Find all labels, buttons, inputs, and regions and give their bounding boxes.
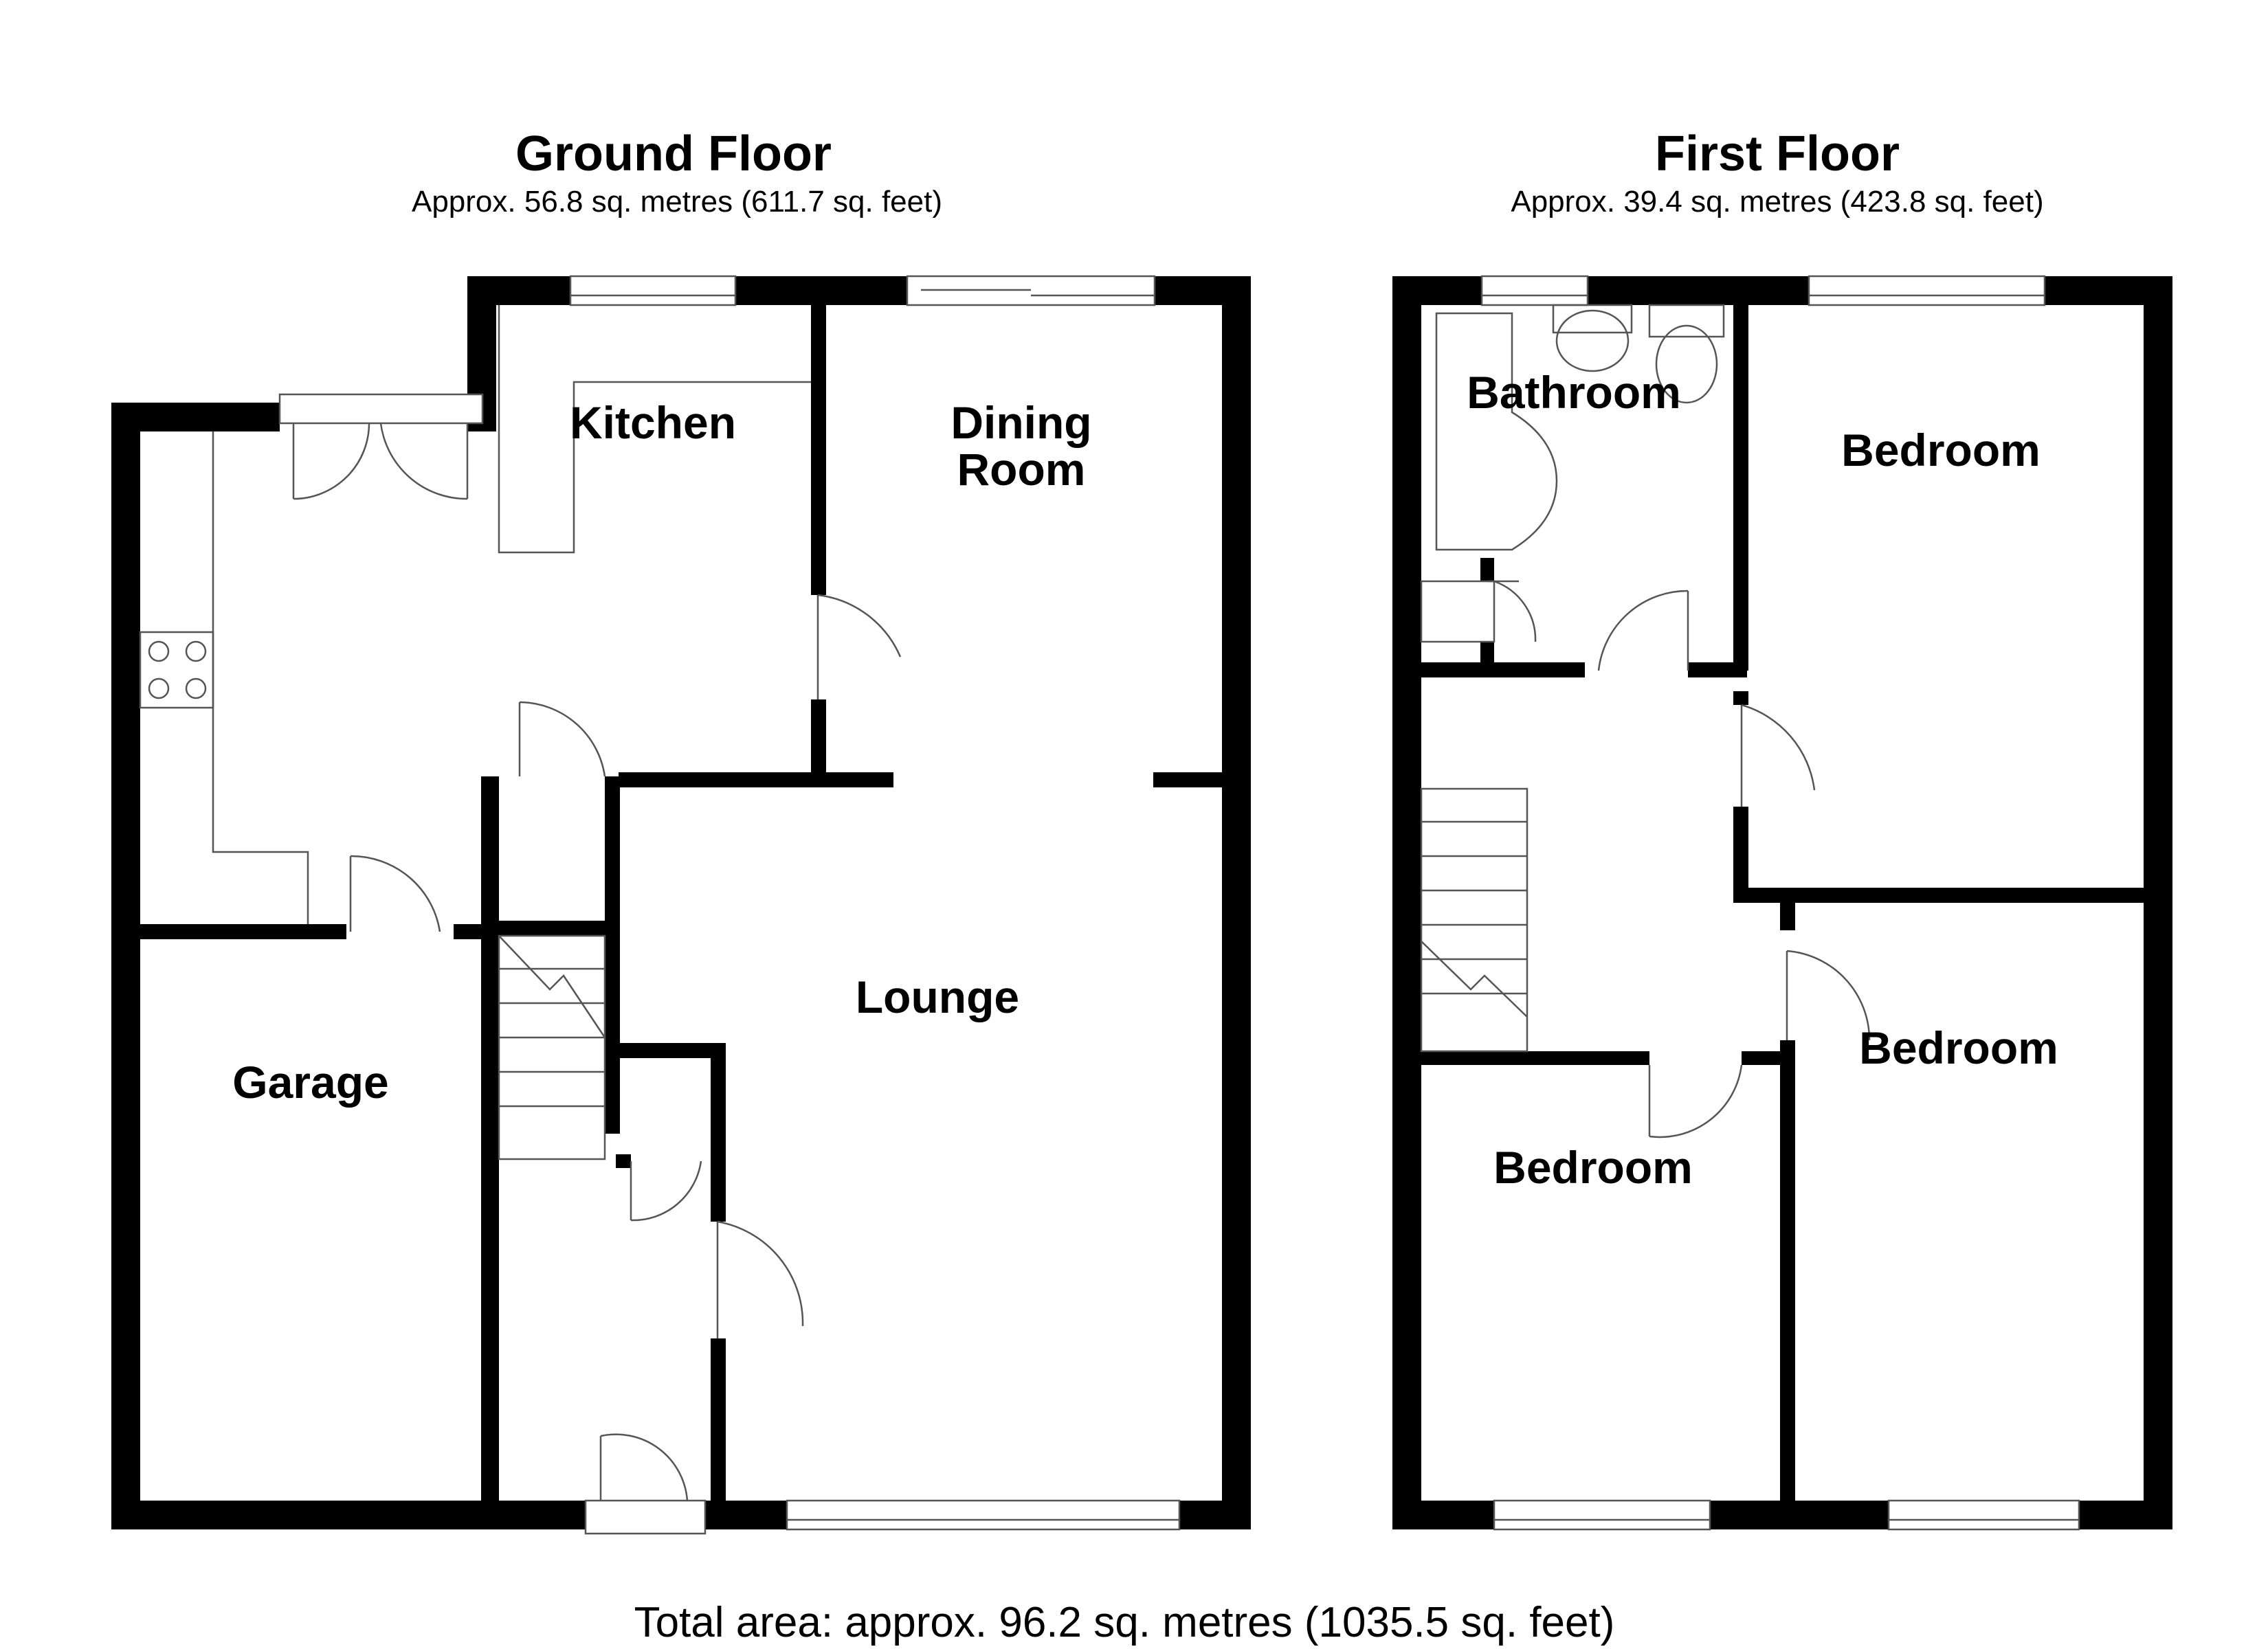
first-floor-walls [1392,276,2172,1529]
kitchen-label: Kitchen [570,397,736,448]
ground-floor-title: Ground Floor [515,126,832,181]
basin-icon [1555,309,1630,372]
front-door-frame [584,1499,707,1535]
bedroom-3-label: Bedroom [1493,1142,1693,1193]
total-area: Total area: approx. 96.2 sq. metres (103… [634,1599,1615,1646]
kitchen-peninsula [498,305,811,554]
toilet-cistern [1648,304,1725,338]
hob-ring [185,640,207,662]
ground-floor-walls [111,276,1251,1529]
ground-floor-plan: Ground Floor Approx. 56.8 sq. metres (61… [111,126,1251,1535]
ground-floor-fixtures [139,305,811,1160]
lounge-label: Lounge [856,972,1019,1022]
hob-outline [139,631,214,709]
ground-floor-doors [292,423,902,1501]
kitchen-window [569,275,737,306]
hob-ring [148,677,170,699]
first-floor-windows [1480,275,2080,1531]
first-floor-title: First Floor [1655,126,1900,181]
bedroom-1-label: Bedroom [1841,425,2041,475]
first-floor-area: Approx. 39.4 sq. metres (423.8 sq. feet) [1511,185,2043,218]
ground-floor-windows [278,275,1181,1535]
toilet-icon [1655,324,1718,404]
hob-ring [148,640,170,662]
dining-room-label-line2: Room [957,444,1086,495]
bathroom-label: Bathroom [1467,367,1681,418]
first-floor-plan: First Floor Approx. 39.4 sq. metres (423… [1392,126,2172,1531]
stair-break-line [498,935,606,1038]
bedroom-2-label: Bedroom [1859,1022,2058,1073]
lounge-window [786,1499,1181,1531]
kitchen-worktop [212,431,309,924]
basin-top [1552,304,1633,334]
bedroom-2-window [1887,1499,2080,1531]
first-floor-doors [1487,580,1871,1138]
garage-label: Garage [232,1057,388,1108]
ground-floor-area: Approx. 56.8 sq. metres (611.7 sq. feet) [412,185,942,218]
bathroom-window [1480,275,1589,306]
bathroom-fixtures [1420,304,1725,643]
bedroom-1-window [1808,275,2046,306]
bath-icon [1435,312,1558,551]
hob-ring [185,677,207,699]
staircase [498,934,606,1160]
bedroom-3-window [1493,1499,1711,1531]
back-door-frame [278,393,484,425]
dining-room-label-line1: Dining [950,397,1091,448]
cupboard [1420,580,1496,643]
first-floor-staircase [1420,787,1528,1053]
